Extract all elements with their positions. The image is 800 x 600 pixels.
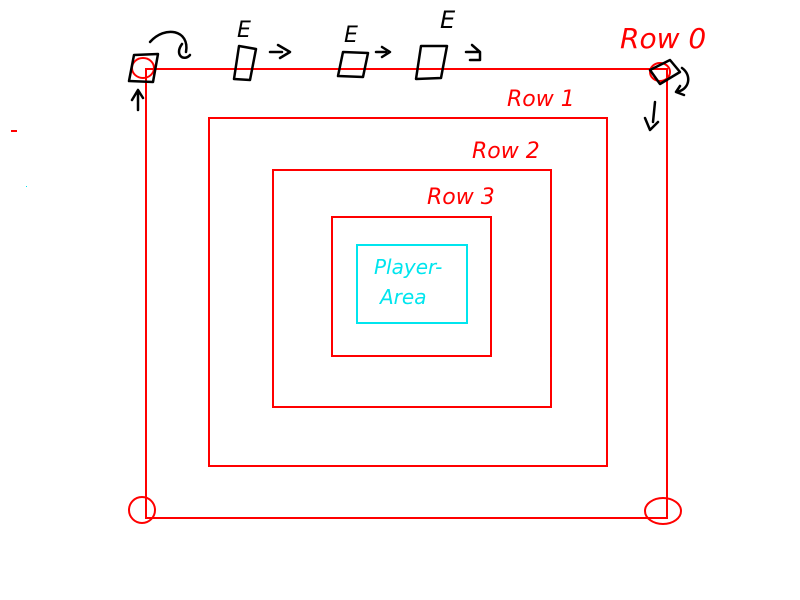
turn-arrow-icon	[148, 30, 192, 60]
row-0-rect	[145, 68, 668, 519]
player-area-rect	[356, 244, 468, 324]
right-arrow-icon	[374, 45, 392, 59]
enemy-sprite-corner-top-right	[648, 58, 682, 86]
corner-circle-bottom-right	[644, 497, 682, 525]
row-1-rect	[208, 117, 608, 467]
corner-circle-bottom-left	[128, 496, 156, 524]
right-arrow-icon	[464, 43, 482, 62]
row-1-label: Row 1	[507, 87, 575, 112]
enemy-label-1: E	[237, 18, 251, 43]
row-2-rect	[272, 169, 552, 408]
row-2-label: Row 2	[472, 139, 540, 164]
enemy-sprite-3	[414, 44, 449, 81]
right-arrow-icon	[268, 43, 292, 60]
row-0-label: Row 0	[620, 22, 706, 55]
stray-mark	[11, 130, 17, 132]
enemy-label-3: E	[440, 6, 456, 34]
row-3-rect	[331, 216, 492, 357]
turn-arrow-icon	[674, 66, 690, 97]
player-area-label-line1: Player-	[374, 255, 442, 279]
up-arrow-icon	[130, 88, 145, 112]
down-arrow-icon	[643, 100, 660, 132]
enemy-sprite-corner-top-left	[127, 52, 160, 84]
enemy-sprite-2	[336, 50, 370, 79]
stray-dot	[26, 186, 27, 187]
player-area-label-line2: Area	[378, 285, 426, 309]
enemy-label-2: E	[344, 23, 358, 48]
enemy-sprite-1	[232, 44, 258, 82]
row-3-label: Row 3	[427, 185, 495, 210]
